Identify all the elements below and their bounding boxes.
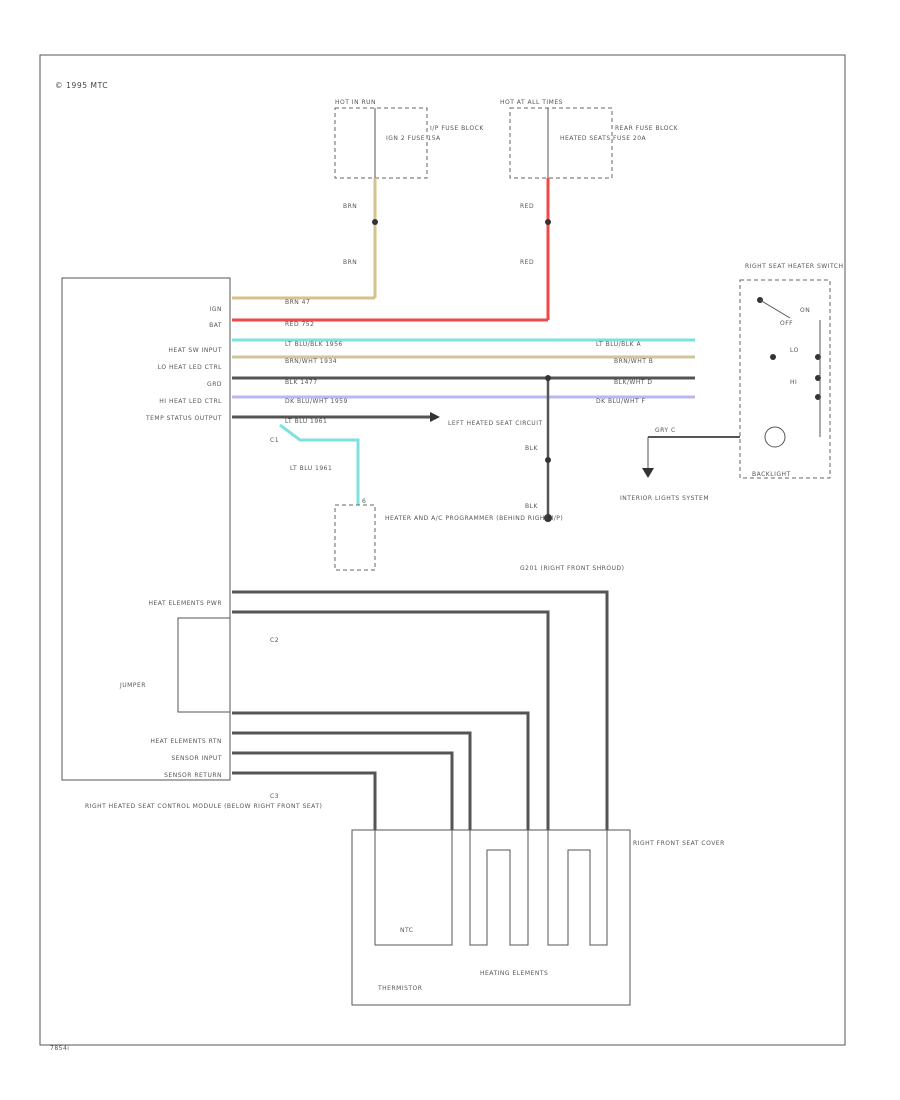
ip-fuse-block: HOT IN RUN IGN 2 FUSE 15A I/P FUSE BLOCK: [334, 99, 484, 179]
wire-code: DK BLU/WHT 1959: [285, 398, 348, 405]
fuse-right-fuse-label: HEATED SEATS FUSE 20A: [560, 135, 647, 142]
pin-bat: BAT: [209, 322, 222, 329]
module-caption: RIGHT HEATED SEAT CONTROL MODULE (BELOW …: [85, 803, 322, 810]
fuse-right-hot-label: HOT AT ALL TIMES: [500, 99, 563, 106]
wire-label-brn: BRN: [343, 203, 357, 210]
fuse-left-hot-label: HOT IN RUN: [335, 99, 376, 106]
pin-sensor-input: SENSOR INPUT: [171, 755, 222, 762]
backlight-bulb-icon: [764, 426, 786, 448]
fuse-left-block-label: I/P FUSE BLOCK: [430, 125, 484, 132]
connector-c1: C1: [270, 437, 279, 444]
pin-lo-heat-led: LO HEAT LED CTRL: [158, 364, 222, 371]
pin-heat-elements-pwr: HEAT ELEMENTS PWR: [149, 600, 223, 607]
wire-code: BRN 47: [285, 299, 310, 306]
jumper-box: [177, 617, 231, 713]
connector-c2: C2: [270, 637, 279, 644]
switch-pin-label: BLK/WHT D: [614, 379, 653, 386]
ground-icon: [544, 514, 552, 522]
pin-grd: GRD: [207, 381, 222, 388]
switch-pin-label: BRN/WHT B: [614, 358, 653, 365]
programmer-pin-label: 6: [362, 498, 366, 505]
heat-elements-rtn-wire: [232, 731, 472, 830]
heater-ac-programmer: LT BLU 1961 6 HEATER AND A/C PROGRAMMER …: [290, 465, 563, 571]
diagram-frame: [39, 54, 846, 1046]
arrow-icon: [430, 412, 440, 422]
wire-code: BRN/WHT 1934: [285, 358, 337, 365]
splice-dot: [545, 457, 551, 463]
fuse-left-fuse-label: IGN 2 FUSE 15A: [386, 135, 441, 142]
connector-c3: C3: [270, 793, 279, 800]
switch-pin-label: LT BLU/BLK A: [596, 341, 641, 348]
sensor-input-wire: [232, 751, 454, 830]
wire-label-red: RED: [520, 203, 534, 210]
ground-label: G201 (RIGHT FRONT SHROUD): [520, 565, 625, 572]
thermistor-label: THERMISTOR: [377, 985, 422, 992]
interior-lights-label: INTERIOR LIGHTS SYSTEM: [620, 495, 709, 502]
copyright-label: © 1995 MTC: [55, 81, 108, 90]
seat-heater-switch: RIGHT SEAT HEATER SWITCH ON OFF LO HI BA…: [739, 263, 843, 479]
pin-hi-heat-led: HI HEAT LED CTRL: [159, 398, 222, 405]
pin-heat-sw-input: HEAT SW INPUT: [168, 347, 222, 354]
heating-elements-label: HEATING ELEMENTS: [480, 970, 548, 977]
ntc-label: NTC: [400, 927, 414, 934]
heat-elements-rtn-wire: [232, 711, 530, 830]
pin-temp-status: TEMP STATUS OUTPUT: [145, 415, 222, 422]
wire-code: LT BLU 1961: [285, 418, 327, 425]
wire-label-blk: BLK: [525, 503, 538, 510]
pin-heat-elements-rtn: HEAT ELEMENTS RTN: [150, 738, 222, 745]
sensor-return-wire: [232, 771, 377, 830]
pin-ign: IGN: [210, 306, 222, 313]
programmer-label: HEATER AND A/C PROGRAMMER (BEHIND RIGHT …: [385, 515, 563, 522]
heated-seat-control-module: [61, 277, 231, 781]
wire-label-red: RED: [520, 259, 534, 266]
switch-pin-label: DK BLU/WHT F: [596, 398, 646, 405]
left-seat-circuit-label: LEFT HEATED SEAT CIRCUIT: [448, 420, 543, 427]
footer-code: 7854i: [50, 1045, 69, 1052]
pin-sensor-return: SENSOR RETURN: [164, 772, 222, 779]
fuse-right-block-label: REAR FUSE BLOCK: [615, 125, 679, 132]
jumper-label: JUMPER: [119, 682, 146, 689]
wire-code: BLK 1477: [285, 379, 318, 386]
switch-lo-label: LO: [790, 347, 799, 354]
switch-off-label: OFF: [780, 320, 793, 327]
temp-status-wire: [279, 423, 360, 505]
backlight-label: BACKLIGHT: [752, 471, 791, 478]
wire-label-brn: BRN: [343, 259, 357, 266]
switch-pin-label: GRY C: [655, 427, 676, 434]
seat-cover: RIGHT FRONT SEAT COVER NTC THERMISTOR HE…: [351, 829, 725, 1006]
arrow-icon: [642, 468, 654, 478]
wire-code: LT BLU/BLK 1956: [285, 341, 343, 348]
programmer-wire-label: LT BLU 1961: [290, 465, 332, 472]
splice-dot: [545, 375, 551, 381]
heat-elements-pwr-wire: [232, 610, 550, 830]
wire-code: RED 752: [285, 321, 314, 328]
heat-elements-pwr-wire: [232, 590, 609, 830]
wire-label-blk: BLK: [525, 445, 538, 452]
splice-dot: [372, 219, 378, 225]
switch-hi-label: HI: [790, 379, 797, 386]
splice-dot: [545, 219, 551, 225]
switch-on-label: ON: [800, 307, 810, 314]
seat-cover-label: RIGHT FRONT SEAT COVER: [633, 840, 725, 847]
rear-fuse-block: HOT AT ALL TIMES HEATED SEATS FUSE 20A R…: [500, 99, 679, 179]
switch-title: RIGHT SEAT HEATER SWITCH: [745, 263, 843, 270]
